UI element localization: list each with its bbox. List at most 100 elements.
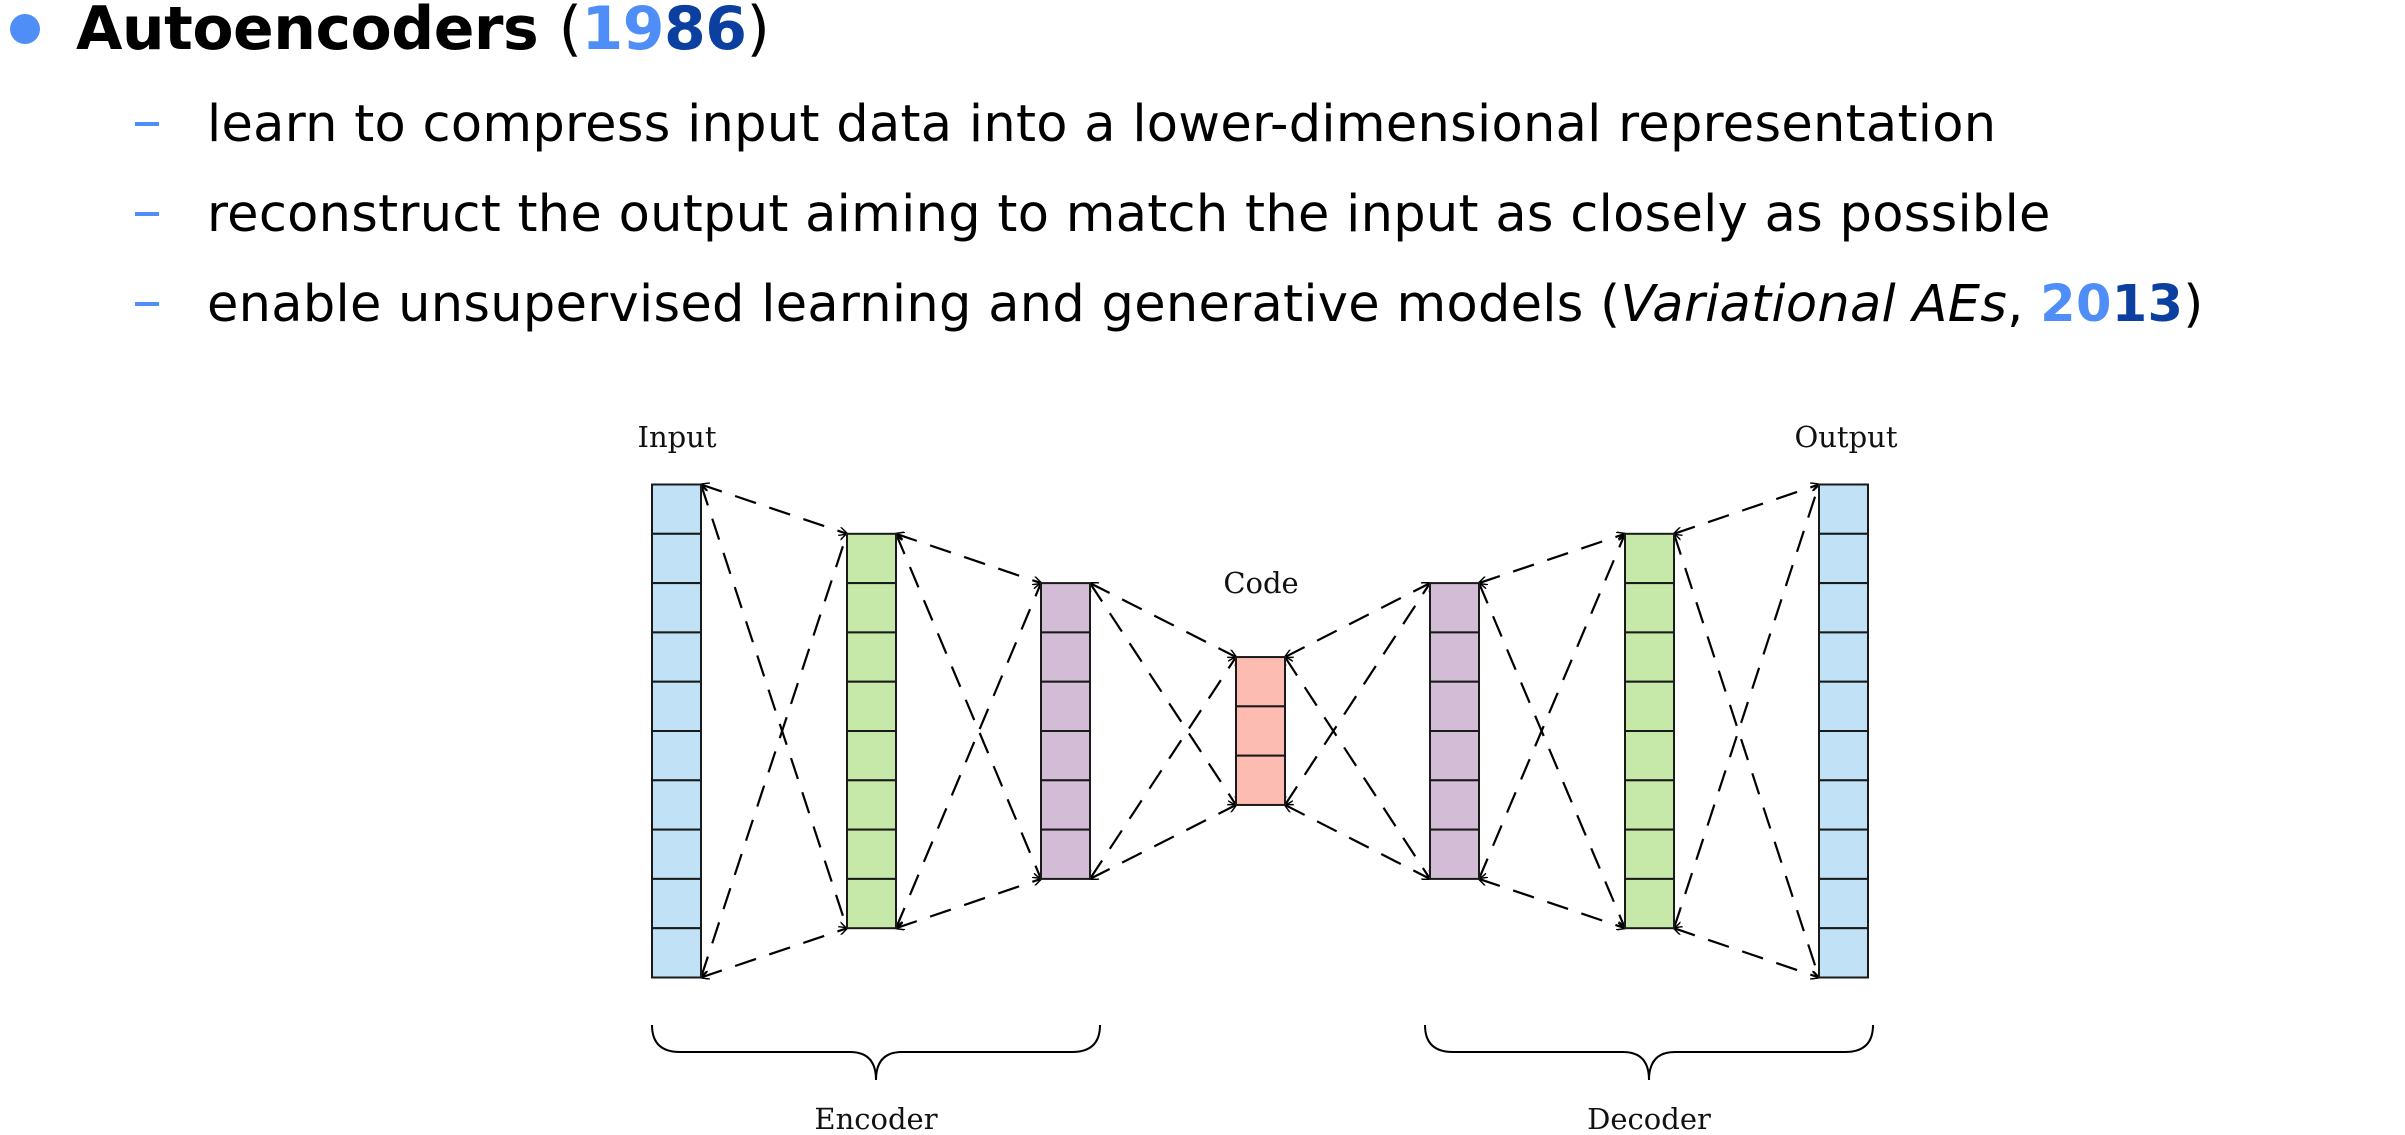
dash-bullet-icon <box>135 122 159 126</box>
connection-arrow <box>1090 583 1236 805</box>
connection-arrow <box>701 485 847 929</box>
point-comma: , <box>2007 274 2041 334</box>
heading-text: Autoencoders <box>76 0 539 64</box>
connection-arrow <box>1674 534 1819 978</box>
point-text-after: ) <box>2183 274 2204 334</box>
layer-unit <box>651 532 702 585</box>
layer-unit <box>846 828 897 880</box>
layer-unit <box>651 828 702 880</box>
layer-unit <box>846 532 897 585</box>
layer-unit <box>846 631 897 683</box>
connections <box>701 485 1819 978</box>
heading-title: Autoencoders (1986) <box>76 0 770 64</box>
input-label: Input <box>637 420 716 454</box>
layer-unit <box>846 582 897 634</box>
layer-unit <box>1040 680 1091 733</box>
point-item: learn to compress input data into a lowe… <box>0 94 1996 154</box>
heading-year-a: 19 <box>581 0 665 64</box>
connection-arrow <box>1090 657 1236 879</box>
point-item: reconstruct the output aiming to match t… <box>0 184 2051 244</box>
layer-unit <box>846 680 897 733</box>
point-year-b: 13 <box>2111 274 2184 334</box>
point-year-a: 20 <box>2040 274 2112 334</box>
layer-unit <box>1624 828 1675 880</box>
layer-unit <box>1429 779 1480 831</box>
point-italic: Variational AEs <box>1620 274 2008 334</box>
layer-unit <box>651 680 702 733</box>
heading-paren-open: ( <box>558 0 582 64</box>
layer-unit <box>846 877 897 930</box>
layer-unit <box>1818 828 1869 880</box>
layer-unit <box>651 730 702 782</box>
layer-unit <box>1624 730 1675 782</box>
layer-unit <box>1818 927 1869 979</box>
layer-unit <box>651 483 702 535</box>
layer-unit <box>1818 532 1869 585</box>
layer-unit <box>651 877 702 930</box>
layer-unit <box>651 927 702 979</box>
layer-unit <box>1235 705 1286 757</box>
heading-year-b: 86 <box>664 0 747 64</box>
layer-unit <box>1040 582 1091 634</box>
decoder-brace-icon <box>1424 1024 1874 1081</box>
dash-bullet-icon <box>135 212 159 216</box>
layer-unit <box>1624 877 1675 930</box>
connection-arrow <box>896 879 1041 928</box>
connection-arrow <box>1090 583 1236 657</box>
layer-unit <box>1624 680 1675 733</box>
connection-arrow <box>701 485 847 534</box>
dash-bullet-icon <box>135 302 159 306</box>
connection-arrow <box>701 534 847 978</box>
layer-unit <box>651 779 702 831</box>
layer-unit <box>1624 582 1675 634</box>
layer-unit <box>1429 680 1480 733</box>
layers <box>651 483 1869 979</box>
layer-unit <box>1040 828 1091 880</box>
layer-unit <box>1429 631 1480 683</box>
layer-unit <box>1040 730 1091 782</box>
layer-unit <box>1818 582 1869 634</box>
connection-arrow <box>1479 534 1625 583</box>
point-item: enable unsupervised learning and generat… <box>0 274 2204 334</box>
layer-encoder-hidden-2 <box>1040 582 1091 880</box>
point-text: reconstruct the output aiming to match t… <box>207 184 2051 244</box>
connection-arrow <box>1285 657 1430 879</box>
layer-code <box>1235 656 1286 806</box>
point-text: enable unsupervised learning and generat… <box>207 275 2204 334</box>
layer-unit <box>1235 754 1286 806</box>
connection-arrow <box>1090 805 1236 879</box>
connection-arrow <box>1674 928 1819 977</box>
connection-arrow <box>1285 805 1430 879</box>
layer-decoder-hidden-1 <box>1429 582 1480 880</box>
layer-unit <box>1429 828 1480 880</box>
layer-unit <box>1429 730 1480 782</box>
connection-arrow <box>701 928 847 977</box>
connection-arrow <box>1674 485 1819 534</box>
layer-unit <box>846 779 897 831</box>
layer-unit <box>651 631 702 683</box>
heading-row: Autoencoders (1986) <box>0 0 770 64</box>
layer-unit <box>1040 631 1091 683</box>
layer-unit <box>1818 877 1869 930</box>
layer-input <box>651 483 702 979</box>
layer-unit <box>1235 656 1286 708</box>
point-text-before: enable unsupervised learning and generat… <box>207 274 1621 334</box>
connection-arrow <box>896 583 1041 928</box>
layer-decoder-hidden-2 <box>1624 532 1675 930</box>
point-text: learn to compress input data into a lowe… <box>207 94 1997 154</box>
encoder-brace-icon <box>651 1024 1101 1081</box>
layer-unit <box>1624 532 1675 585</box>
layer-unit <box>1624 779 1675 831</box>
layer-unit <box>1429 582 1480 634</box>
layer-unit <box>846 730 897 782</box>
heading-paren-close: ) <box>746 0 770 64</box>
connection-arrow <box>896 534 1041 879</box>
layer-encoder-hidden-1 <box>846 532 897 930</box>
bullet-icon <box>10 14 40 44</box>
connection-arrow <box>896 534 1041 583</box>
code-label: Code <box>1223 566 1298 600</box>
layer-unit <box>1818 680 1869 733</box>
connection-arrow <box>1285 583 1430 805</box>
encoder-label: Encoder <box>814 1102 937 1135</box>
